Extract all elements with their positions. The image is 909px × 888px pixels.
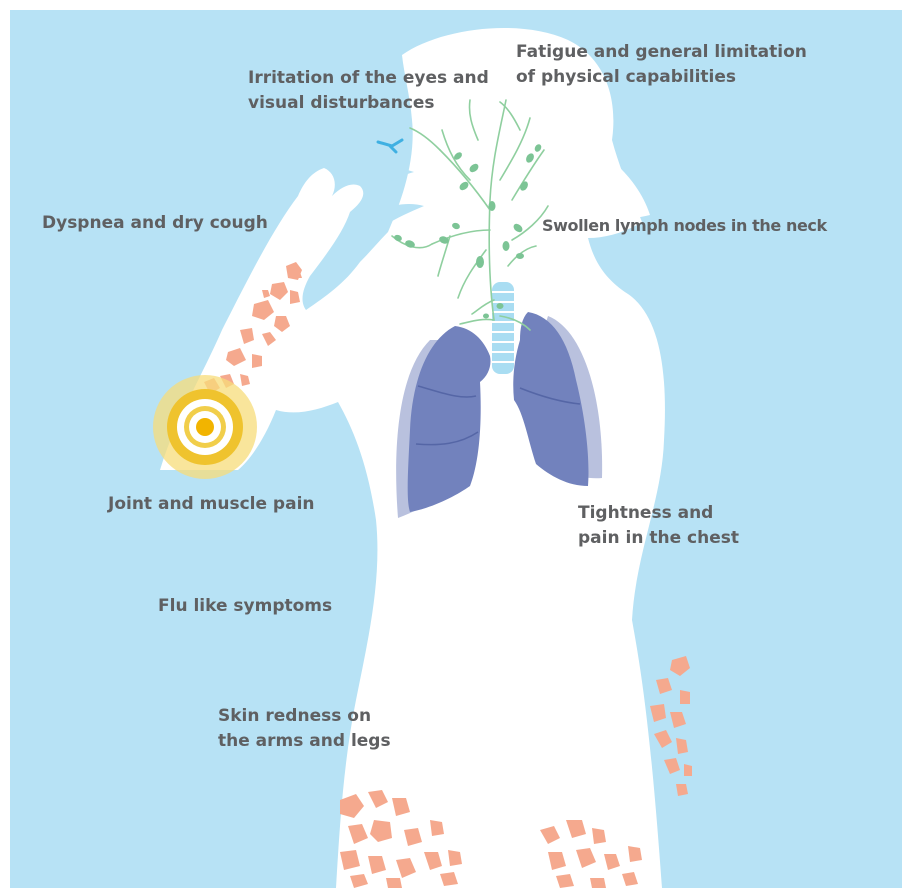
label-dyspnea-line-1: Dyspnea and dry cough [42,211,268,236]
label-chest-line-2: pain in the chest [578,526,739,551]
label-dyspnea: Dyspnea and dry cough [42,211,268,236]
label-skin-line-2: the arms and legs [218,729,391,754]
label-joint-line-1: Joint and muscle pain [108,492,315,517]
label-lymph: Swollen lymph nodes in the neck [542,213,827,238]
label-flu-line-1: Flu like symptoms [158,594,332,619]
label-skin: Skin redness on the arms and legs [218,704,391,754]
label-fatigue-line-2: of physical capabilities [516,65,807,90]
label-lymph-line-1: Swollen lymph nodes in the neck [542,213,827,238]
label-chest-line-1: Tightness and [578,501,739,526]
label-fatigue-line-1: Fatigue and general limitation [516,40,807,65]
label-eyes-line-2: visual disturbances [248,91,489,116]
pain-target-icon [153,375,257,479]
label-skin-line-1: Skin redness on [218,704,391,729]
label-eyes-line-1: Irritation of the eyes and [248,66,489,91]
label-eyes: Irritation of the eyes and visual distur… [248,66,489,116]
label-flu: Flu like symptoms [158,594,332,619]
label-joint: Joint and muscle pain [108,492,315,517]
label-chest: Tightness and pain in the chest [578,501,739,551]
trachea [492,282,514,374]
label-fatigue: Fatigue and general limitation of physic… [516,40,807,90]
